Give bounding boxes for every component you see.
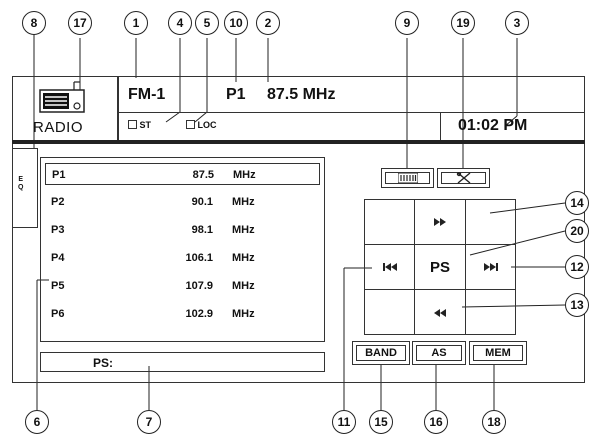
callout-13: 13 xyxy=(565,293,589,317)
skip-next-icon xyxy=(484,263,498,271)
st-indicator: ST xyxy=(128,120,151,130)
header-divider xyxy=(12,140,585,144)
seek-up-button[interactable] xyxy=(415,200,465,244)
preset-frequency: 90.1 xyxy=(191,196,213,208)
preset-row[interactable]: P2 90.1 MHz xyxy=(41,191,324,215)
preset-name: P5 xyxy=(51,280,65,292)
radio-icon xyxy=(38,80,94,114)
eq-label-line1: E xyxy=(18,176,24,183)
callout-15: 15 xyxy=(369,410,393,434)
preset-frequency: 107.9 xyxy=(185,280,213,292)
prev-track-button[interactable] xyxy=(365,245,414,289)
preset-unit: MHz xyxy=(232,196,255,208)
header-vline xyxy=(117,76,119,140)
band-indicator: FM-1 xyxy=(128,86,166,103)
callout-2: 2 xyxy=(256,11,280,35)
skip-previous-icon xyxy=(382,263,397,271)
ps-bar-label: PS: xyxy=(93,356,114,370)
preset-row[interactable]: P6 102.9 MHz xyxy=(41,303,324,327)
clock-divider xyxy=(440,112,441,140)
callout-6: 6 xyxy=(25,410,49,434)
preset-name: P1 xyxy=(52,169,66,181)
callout-17: 17 xyxy=(68,11,92,35)
as-button[interactable]: AS xyxy=(412,341,466,365)
preset-unit: MHz xyxy=(232,224,255,236)
loc-indicator: LOC xyxy=(186,120,217,130)
clock-display: 01:02 PM xyxy=(458,117,528,134)
callout-3: 3 xyxy=(505,11,529,35)
as-button-label: AS xyxy=(431,347,447,359)
navigation-pad: PS xyxy=(364,199,516,335)
barcode-icon xyxy=(397,173,418,183)
preset-indicator: P1 xyxy=(226,86,246,103)
preset-frequency: 102.9 xyxy=(185,308,213,320)
mem-button-label: MEM xyxy=(485,347,511,359)
callout-19: 19 xyxy=(451,11,475,35)
callout-7: 7 xyxy=(137,410,161,434)
preset-frequency: 87.5 xyxy=(192,169,214,181)
callout-11: 11 xyxy=(332,410,356,434)
ps-bar: PS: xyxy=(40,352,325,372)
mem-button[interactable]: MEM xyxy=(469,341,527,365)
eq-label-line2: Q xyxy=(18,184,24,191)
preset-name: P2 xyxy=(51,196,65,208)
preset-frequency: 106.1 xyxy=(185,252,213,264)
preset-row[interactable]: P3 98.1 MHz xyxy=(41,219,324,243)
preset-row[interactable]: P4 106.1 MHz xyxy=(41,247,324,271)
preset-unit: MHz xyxy=(232,280,255,292)
loc-checkbox-icon xyxy=(186,120,195,129)
callout-12: 12 xyxy=(565,255,589,279)
preset-name: P4 xyxy=(51,252,65,264)
callout-20: 20 xyxy=(565,219,589,243)
next-track-button[interactable] xyxy=(466,245,516,289)
callout-10: 10 xyxy=(224,11,248,35)
callout-1: 1 xyxy=(124,11,148,35)
preset-name: P6 xyxy=(51,308,65,320)
tools-icon xyxy=(456,172,470,184)
preset-frequency: 98.1 xyxy=(191,224,213,236)
settings-button[interactable] xyxy=(437,168,490,188)
band-button[interactable]: BAND xyxy=(352,341,410,365)
preset-row[interactable]: P5 107.9 MHz xyxy=(41,275,324,299)
ps-button[interactable]: PS xyxy=(415,245,465,289)
fast-forward-icon xyxy=(434,218,446,226)
callout-14: 14 xyxy=(565,191,589,215)
st-checkbox-icon xyxy=(128,120,137,129)
callout-4: 4 xyxy=(168,11,192,35)
preset-name: P3 xyxy=(51,224,65,236)
preset-unit: MHz xyxy=(232,308,255,320)
callout-9: 9 xyxy=(395,11,419,35)
callout-16: 16 xyxy=(424,410,448,434)
band-button-label: BAND xyxy=(365,347,397,359)
loc-label: LOC xyxy=(197,120,217,130)
preset-row[interactable]: P1 87.5 MHz xyxy=(45,163,320,185)
seek-down-button[interactable] xyxy=(415,290,465,335)
preset-unit: MHz xyxy=(233,169,256,181)
ps-button-label: PS xyxy=(429,258,450,276)
callout-8: 8 xyxy=(22,11,46,35)
rewind-icon xyxy=(434,308,446,317)
st-label: ST xyxy=(139,120,152,130)
frequency-display: 87.5 MHz xyxy=(267,86,336,103)
eq-tab-button[interactable]: E Q xyxy=(12,148,38,228)
callout-18: 18 xyxy=(482,410,506,434)
preset-unit: MHz xyxy=(232,252,255,264)
header-hline xyxy=(117,112,585,113)
list-view-button[interactable] xyxy=(381,168,434,188)
callout-5: 5 xyxy=(195,11,219,35)
radio-label: RADIO xyxy=(33,119,84,136)
